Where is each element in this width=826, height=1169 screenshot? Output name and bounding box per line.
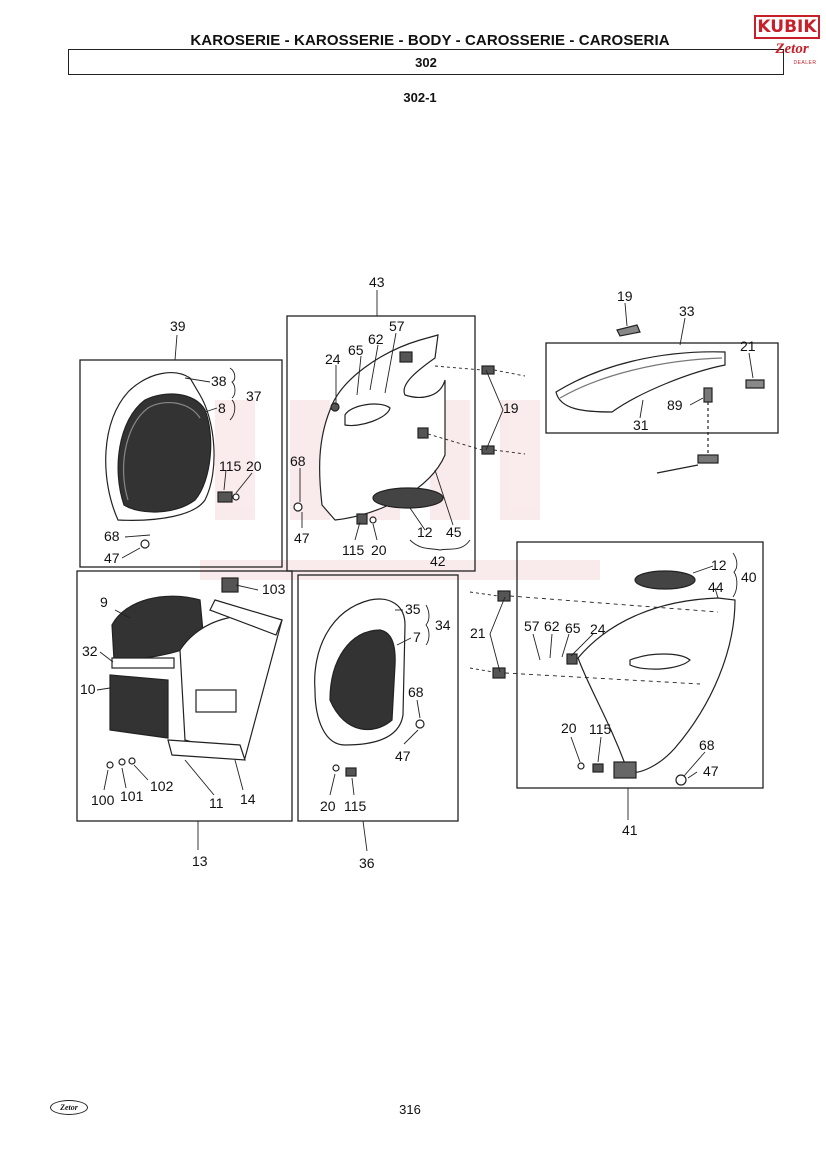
- callout-13: 13: [192, 853, 208, 869]
- callout-89: 89: [667, 397, 683, 413]
- callout-33: 33: [679, 303, 695, 319]
- callout-115: 115: [344, 798, 367, 814]
- callout-62: 62: [368, 331, 384, 347]
- callout-43: 43: [369, 274, 385, 290]
- callout-115: 115: [589, 721, 612, 737]
- callout-20: 20: [246, 458, 262, 474]
- callout-11: 11: [209, 795, 224, 811]
- section-code: 302: [415, 55, 437, 70]
- callout-40: 40: [741, 569, 757, 585]
- callout-103: 103: [262, 581, 286, 597]
- callout-47: 47: [395, 748, 411, 764]
- callout-19: 19: [617, 288, 633, 304]
- callout-21: 21: [740, 338, 756, 354]
- panel-31-frame: [545, 342, 779, 434]
- panel-43-frame: [286, 315, 476, 572]
- callout-102: 102: [150, 778, 174, 794]
- roof-plate-drawing: [555, 324, 765, 474]
- callout-35: 35: [405, 601, 421, 617]
- subsection-code: 302-1: [403, 90, 437, 105]
- callout-115: 115: [219, 458, 242, 474]
- callout-7: 7: [413, 629, 421, 645]
- callout-65: 65: [565, 620, 581, 636]
- callout-101: 101: [120, 788, 144, 804]
- callout-14: 14: [240, 791, 256, 807]
- callout-34: 34: [435, 617, 451, 633]
- callout-57: 57: [524, 618, 540, 634]
- callout-24: 24: [590, 621, 606, 637]
- panel-39-frame: [79, 359, 283, 568]
- logo-dealer-text: DEALER: [793, 60, 817, 66]
- callout-10: 10: [80, 681, 96, 697]
- callout-57: 57: [389, 318, 405, 334]
- callout-68: 68: [104, 528, 120, 544]
- callout-21: 21: [470, 625, 486, 641]
- callout-37: 37: [246, 388, 262, 404]
- callout-20: 20: [320, 798, 336, 814]
- callout-19: 19: [503, 400, 519, 416]
- zetor-brand-mark: Zetor: [50, 1100, 88, 1115]
- panel-36-frame: [297, 574, 459, 822]
- callout-39: 39: [170, 318, 186, 334]
- callout-8: 8: [218, 400, 226, 416]
- callout-68: 68: [699, 737, 715, 753]
- callout-44: 44: [708, 579, 724, 595]
- page-title: KAROSERIE - KAROSSERIE - BODY - CAROSSER…: [190, 32, 670, 49]
- callout-24: 24: [325, 351, 341, 367]
- callout-45: 45: [446, 524, 462, 540]
- cover-36-drawing: [314, 598, 425, 777]
- callout-68: 68: [290, 453, 306, 469]
- callout-47: 47: [104, 550, 120, 566]
- callout-38: 38: [211, 373, 227, 389]
- callouts: 43 39 19 33 21 57 62 65 24 38 37 8 19 89…: [80, 274, 757, 871]
- callout-12: 12: [417, 524, 433, 540]
- callout-47: 47: [703, 763, 719, 779]
- panel-43-drawing: [293, 334, 495, 525]
- callout-68: 68: [408, 684, 424, 700]
- callout-42: 42: [430, 553, 446, 569]
- cover-39-drawing: [105, 372, 240, 549]
- callout-20: 20: [371, 542, 387, 558]
- logo-zetor-text: Zetor: [775, 41, 809, 57]
- callout-115: 115: [342, 542, 365, 558]
- callout-41: 41: [622, 822, 638, 838]
- callout-47: 47: [294, 530, 310, 546]
- fender-41-drawing: [492, 570, 736, 786]
- leader-lines: [96, 290, 754, 852]
- callout-32: 32: [82, 643, 98, 659]
- logo-kubik-text: KUBIK: [754, 15, 820, 39]
- callout-62: 62: [544, 618, 560, 634]
- panel-13-frame: [76, 570, 293, 822]
- page-number: 316: [399, 1102, 421, 1117]
- panel-41-frame: [516, 541, 764, 789]
- dealer-logo: KUBIK Zetor DEALER: [754, 15, 820, 71]
- callout-9: 9: [100, 594, 108, 610]
- callout-31: 31: [633, 417, 649, 433]
- front-grille-drawing: [106, 577, 283, 769]
- section-code-box: 302: [68, 49, 784, 75]
- callout-65: 65: [348, 342, 364, 358]
- callout-100: 100: [91, 792, 115, 808]
- callout-36: 36: [359, 855, 375, 871]
- callout-20: 20: [561, 720, 577, 736]
- callout-12: 12: [711, 557, 727, 573]
